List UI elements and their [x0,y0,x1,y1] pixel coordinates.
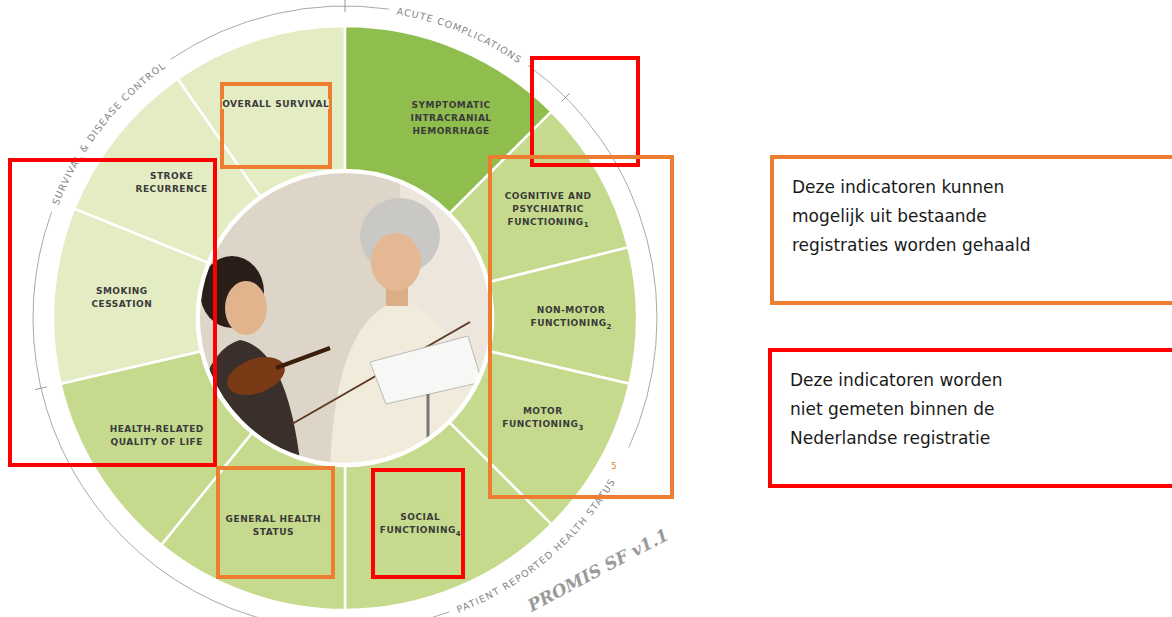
segment-title: GENERAL HEALTH STATUS [226,514,322,537]
segment-title: MOTOR FUNCTIONING [502,406,578,429]
segment-fill [60,351,251,545]
segment-label: HEALTH-RELATED QUALITY OF LIFE [101,423,213,449]
legend-frame: Deze indicatoren kunnen mogelijk uit bes… [770,155,1172,305]
segment-title: SMOKING CESSATION [91,286,152,309]
child-face [225,281,267,335]
music-sheet [370,336,482,404]
segment-label: SYMPTOMATIC INTRACRANIAL HEMORRHAGE [395,99,507,138]
footnote-number: 5 [611,461,617,471]
segment-shape [345,422,552,610]
violin-neck [276,348,330,368]
segment-label: NON-MOTOR FUNCTIONING2 [515,304,627,332]
highlight-frame [490,157,672,497]
highlight-frame [373,470,463,577]
segment-title: STROKE RECURRENCE [135,171,207,194]
highlight-frame [532,58,638,165]
ring-tick [35,387,47,390]
segment-label: SOCIAL FUNCTIONING4 [364,511,476,539]
wheel-segment: HEALTH-RELATED QUALITY OF LIFE [60,351,252,545]
highlight-frame [10,160,215,465]
segment-shape [60,351,252,545]
segment-title: COGNITIVE AND PSYCHIATRIC FUNCTIONING [505,191,592,227]
segment-title: NON-MOTOR FUNCTIONING [531,305,607,328]
footnote-number: 4 [456,530,461,538]
footnote-number: 3 [578,424,583,432]
legend-text: Deze indicatoren kunnen mogelijk uit bes… [792,173,1040,260]
segment-label: OVERALL SURVIVAL [220,98,332,111]
highlight-frame [218,468,333,577]
wheel-segment: SOCIAL FUNCTIONING4 [345,422,552,610]
ring-tick [561,93,569,101]
segment-title: SOCIAL FUNCTIONING [380,512,456,535]
segment-label: SMOKING CESSATION [66,285,178,311]
segment-label: MOTOR FUNCTIONING3 [487,405,599,433]
violin [222,350,290,402]
highlight-frame [222,84,330,167]
legend-text: Deze indicatoren worden niet gemeten bin… [790,366,1038,453]
segment-label: GENERAL HEALTH STATUS [217,513,329,539]
segment-title: SYMPTOMATIC INTRACRANIAL HEMORRHAGE [411,100,492,136]
footnote-number: 1 [584,221,589,229]
segment-label: STROKE RECURRENCE [116,170,228,196]
outer-ring [33,0,657,617]
ring-tick [345,0,346,12]
segment-title: OVERALL SURVIVAL [222,99,329,109]
legend-frame: Deze indicatoren worden niet gemeten bin… [768,348,1172,488]
segment-label: COGNITIVE AND PSYCHIATRIC FUNCTIONING1 [492,190,604,231]
segment-fill [74,79,260,263]
version-stamp: PROMIS SF v1.1 [524,524,671,615]
footnote-number: 2 [607,323,612,331]
segment-title: HEALTH-RELATED QUALITY OF LIFE [110,424,204,447]
woman-face [371,233,421,291]
photo-rim [199,172,491,464]
segment-fill [345,423,551,610]
